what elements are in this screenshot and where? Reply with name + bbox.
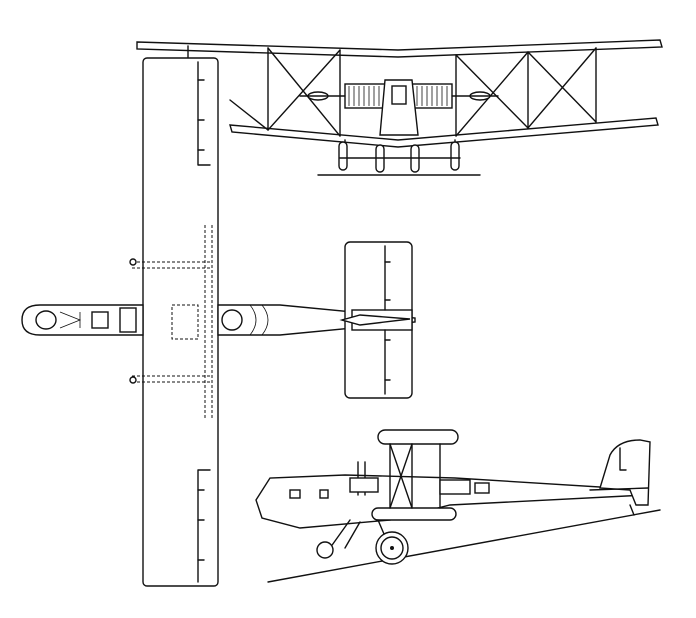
side-landing-gear [316,504,635,565]
plan-hidden-lines [132,225,213,420]
front-landing-gear [317,139,481,176]
front-lower-wing [229,117,659,148]
plan-ailerons [197,61,211,583]
plan-view [21,57,416,587]
side-wings [371,429,459,521]
front-view [136,39,663,176]
ground-line [267,509,661,583]
front-fuselage [379,79,419,136]
front-engines [299,83,499,109]
side-view [255,429,661,583]
plan-wing [142,57,219,587]
plan-rear-fuselage [217,304,416,336]
front-struts [187,45,597,137]
plan-elevators [384,245,391,395]
